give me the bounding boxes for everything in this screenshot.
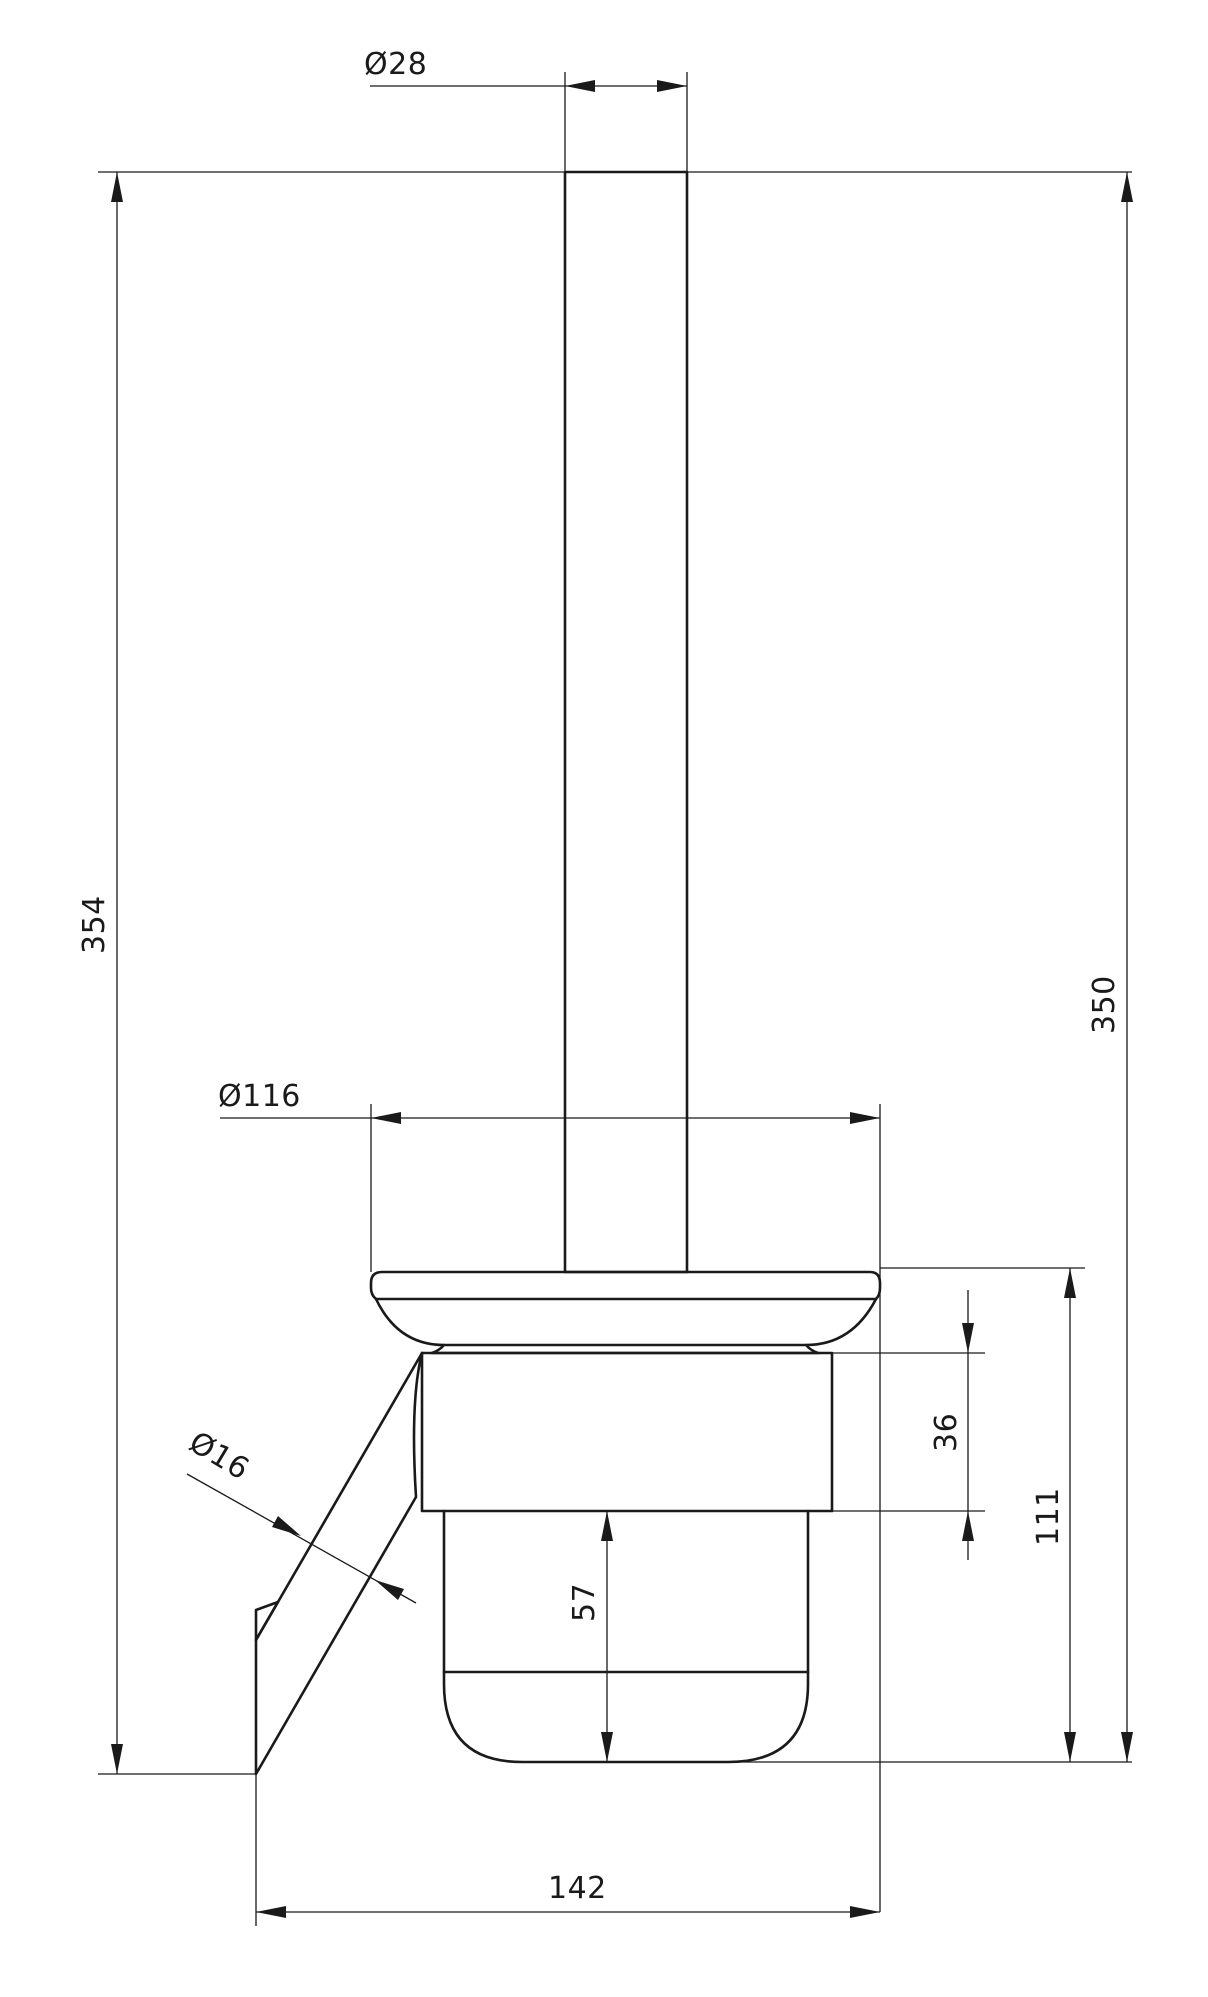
arrow-cup-height-top [601,1511,613,1541]
arrow-width-right [850,1906,880,1918]
arrow-height-top [1121,172,1133,202]
arrow-collar-bottom [962,1511,974,1541]
arrow-width-left [256,1906,286,1918]
dimension-lines [98,72,1133,1926]
wall-arm [254,1351,424,1776]
wall-arm-upper-edge [254,1351,424,1642]
label-total-width: 142 [548,1871,607,1906]
label-collar-height: 36 [929,1413,964,1452]
arrow-total-top [111,172,123,202]
arrow-total-bottom [111,1744,123,1774]
brush-rod [563,170,689,1274]
arrow-cup-right [850,1112,880,1124]
toilet-brush-holder [254,170,882,1776]
arrow-cup-height-bottom [601,1732,613,1762]
label-cup-height: 57 [567,1583,602,1622]
arrow-arm-lower [375,1580,404,1600]
label-rod-diameter: Ø28 [364,47,427,82]
label-cup-diameter: Ø116 [218,1079,301,1114]
arrow-collar-top [962,1323,974,1353]
collar [420,1351,834,1513]
arrow-cup-left [371,1112,401,1124]
arrow-lower-bottom [1064,1732,1076,1762]
label-height-from-bracket: 350 [1087,975,1122,1034]
lid [369,1270,882,1347]
arrow-height-bottom [1121,1732,1133,1762]
label-lower-height: 111 [1031,1487,1066,1546]
label-total-height: 354 [77,895,112,954]
arrow-arm-upper [272,1516,301,1536]
arrow-rod-left [565,80,595,92]
cup [442,1509,810,1764]
arrow-rod-right [657,80,687,92]
arrow-lower-top [1064,1268,1076,1298]
dimension-labels: Ø28 354 350 Ø116 Ø16 36 57 111 142 [77,47,1122,1906]
